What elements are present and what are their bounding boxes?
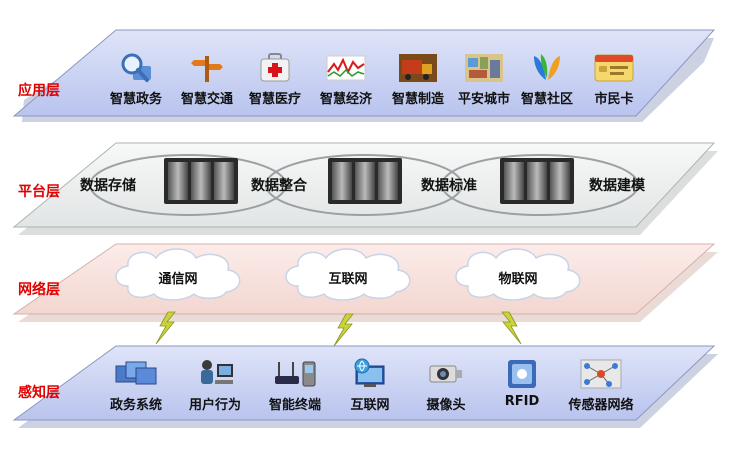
- server-rack-icon: [500, 158, 574, 204]
- traffic-signpost-icon: [191, 56, 223, 82]
- perception-item-label: 用户行为: [188, 398, 241, 413]
- app-item-smart-community: 智慧社区: [509, 52, 585, 107]
- app-item-citizen-card: 市民卡: [576, 52, 652, 107]
- citizen-card-icon: [594, 54, 634, 82]
- perception-item-smart-terminal: 智能终端: [252, 358, 338, 413]
- router-phone-icon: [275, 361, 316, 387]
- perception-item-rfid: RFID: [479, 358, 565, 409]
- lightning-bolt-icon: [333, 313, 354, 347]
- app-item-label: 智慧医疗: [248, 92, 301, 107]
- platform-layer-title: 平台层: [18, 184, 60, 200]
- platform-item-standard: 数据标准: [421, 178, 477, 194]
- community-logo-icon: [534, 54, 560, 80]
- network-item-iot: 物联网: [498, 272, 538, 287]
- network-item-internet: 互联网: [328, 272, 368, 287]
- magnifier-icon: [121, 53, 151, 82]
- perception-item-label: 政务系统: [109, 398, 162, 413]
- platform-item-modeling: 数据建模: [589, 178, 645, 194]
- user-at-computer-icon: [201, 360, 233, 384]
- perception-item-internet: 互联网: [327, 358, 413, 413]
- perception-item-government-system: 政务系统: [93, 358, 179, 413]
- rfid-tag-icon: [508, 360, 536, 388]
- perception-item-label: 传感器网络: [568, 398, 634, 413]
- government-screens-icon: [115, 361, 157, 385]
- platform-item-integration: 数据整合: [251, 178, 307, 194]
- app-item-label: 市民卡: [594, 92, 634, 107]
- perception-item-label: 摄像头: [426, 398, 466, 413]
- perception-item-label: RFID: [504, 394, 540, 409]
- cloud-icon: [455, 248, 581, 301]
- perception-item-label: 互联网: [350, 398, 390, 413]
- lightning-bolt-icon: [155, 311, 176, 345]
- internet-monitor-icon: [354, 358, 385, 387]
- perception-item-camera: 摄像头: [403, 358, 489, 413]
- server-rack-icon: [164, 158, 238, 204]
- app-item-label: 智慧政务: [109, 92, 162, 107]
- app-item-label: 智慧制造: [391, 92, 444, 107]
- app-item-label: 智慧交通: [180, 92, 233, 107]
- app-item-label: 平安城市: [457, 92, 510, 107]
- first-aid-kit-icon: [260, 53, 290, 82]
- platform-ellipses: [89, 154, 639, 216]
- platform-item-storage: 数据存储: [80, 178, 136, 194]
- network-layer-title: 网络层: [18, 282, 60, 298]
- stock-chart-icon: [326, 55, 366, 81]
- lightning-bolt-icon: [501, 311, 522, 345]
- app-item-smart-manufacturing: 智慧制造: [380, 52, 456, 107]
- app-item-label: 智慧经济: [319, 92, 372, 107]
- application-layer-title: 应用层: [18, 83, 60, 99]
- perception-item-user-behavior: 用户行为: [172, 358, 258, 413]
- factory-truck-icon: [399, 54, 437, 82]
- camera-icon: [429, 365, 462, 383]
- app-item-smart-traffic: 智慧交通: [169, 52, 245, 107]
- app-item-e-government: 智慧政务: [98, 52, 174, 107]
- perception-item-label: 智能终端: [268, 398, 321, 413]
- perception-item-sensor-network: 传感器网络: [558, 358, 644, 413]
- app-item-label: 智慧社区: [520, 92, 573, 107]
- cloud-icon: [285, 248, 411, 301]
- sensor-network-icon: [580, 359, 622, 389]
- city-map-icon: [465, 54, 503, 82]
- app-item-smart-medical: 智慧医疗: [237, 52, 313, 107]
- cloud-icon: [115, 248, 241, 301]
- perception-layer-title: 感知层: [18, 385, 60, 401]
- server-rack-icon: [328, 158, 402, 204]
- app-item-smart-economy: 智慧经济: [308, 52, 384, 107]
- network-item-telecom: 通信网: [158, 272, 198, 287]
- app-item-safe-city: 平安城市: [446, 52, 522, 107]
